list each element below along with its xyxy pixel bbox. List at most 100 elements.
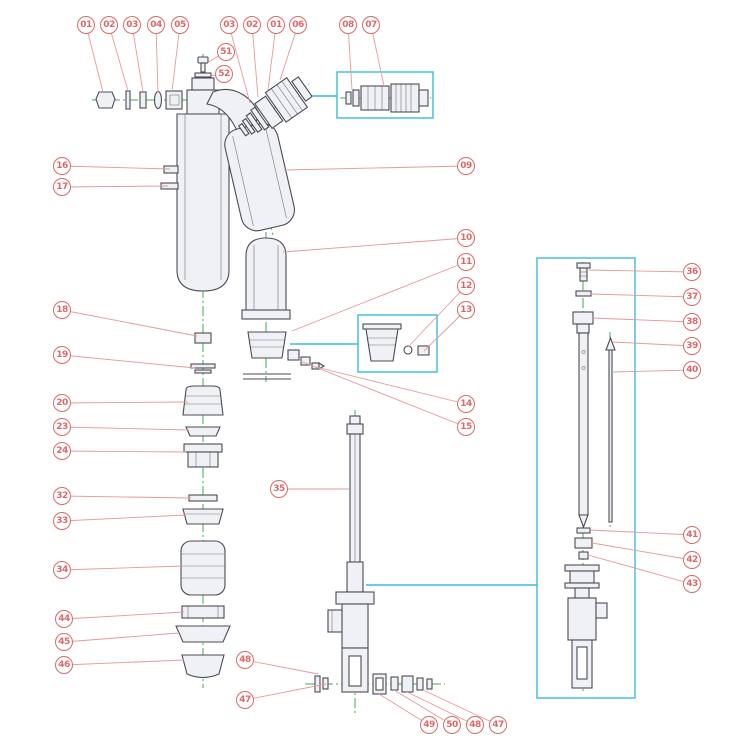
leader-line-06 bbox=[279, 24, 299, 81]
leader-line-32 bbox=[61, 495, 192, 499]
callout-03: 03 bbox=[220, 16, 238, 34]
callout-35: 35 bbox=[270, 480, 288, 498]
parts-top-fasteners bbox=[95, 90, 183, 110]
parts-mount-hardware bbox=[314, 673, 433, 695]
callout-42: 42 bbox=[683, 551, 701, 569]
leader-line-16 bbox=[61, 165, 171, 170]
leader-line-07 bbox=[370, 24, 385, 87]
leader-line-10 bbox=[282, 237, 467, 253]
leader-line-33 bbox=[61, 514, 187, 522]
callout-50: 50 bbox=[443, 716, 461, 734]
detail-box-rebound-assembly bbox=[366, 257, 636, 699]
callout-49: 49 bbox=[420, 716, 438, 734]
callout-47: 47 bbox=[236, 691, 254, 709]
leader-line-43 bbox=[587, 554, 693, 585]
leader-line-47 bbox=[244, 683, 327, 701]
leader-line-08 bbox=[347, 24, 353, 91]
callout-10: 10 bbox=[457, 229, 475, 247]
leader-line-19 bbox=[61, 354, 196, 369]
callout-14: 14 bbox=[457, 395, 475, 413]
leader-line-01 bbox=[267, 24, 277, 91]
leader-line-03 bbox=[131, 24, 144, 93]
callout-33: 33 bbox=[53, 512, 71, 530]
callout-20: 20 bbox=[53, 394, 71, 412]
callout-04: 04 bbox=[147, 16, 165, 34]
leader-line-14 bbox=[315, 366, 467, 405]
callout-24: 24 bbox=[53, 442, 71, 460]
leader-line-20 bbox=[61, 401, 189, 404]
leader-line-38 bbox=[591, 317, 693, 323]
leader-line-03 bbox=[228, 24, 251, 104]
leader-line-17 bbox=[61, 185, 169, 188]
part-shock-body bbox=[160, 56, 230, 292]
callout-48: 48 bbox=[466, 716, 484, 734]
leader-line-40 bbox=[611, 369, 693, 373]
leader-line-36 bbox=[588, 269, 693, 273]
part-compression-adjuster bbox=[243, 331, 326, 380]
leader-line-48 bbox=[406, 691, 476, 726]
callout-40: 40 bbox=[683, 361, 701, 379]
leader-line-01 bbox=[85, 24, 104, 93]
callout-16: 16 bbox=[53, 157, 71, 175]
leader-line-12 bbox=[407, 285, 467, 348]
callout-52: 52 bbox=[215, 65, 233, 83]
leader-line-39 bbox=[612, 341, 693, 347]
leader-line-48 bbox=[244, 659, 319, 675]
leader-line-47 bbox=[422, 689, 499, 726]
detail-box-reservoir-cap bbox=[312, 71, 434, 119]
detail-box-valve bbox=[290, 314, 438, 373]
callout-43: 43 bbox=[683, 575, 701, 593]
leader-line-44 bbox=[63, 611, 185, 620]
leader-line-02 bbox=[108, 24, 129, 92]
callout-32: 32 bbox=[53, 487, 71, 505]
leader-line-15 bbox=[299, 360, 467, 428]
callout-47: 47 bbox=[489, 716, 507, 734]
leader-line-46 bbox=[63, 659, 185, 666]
leader-lines bbox=[61, 24, 693, 726]
callout-03: 03 bbox=[123, 16, 141, 34]
callout-12: 12 bbox=[457, 277, 475, 295]
callout-37: 37 bbox=[683, 288, 701, 306]
callout-15: 15 bbox=[457, 418, 475, 436]
part-reservoir-cap bbox=[237, 76, 313, 137]
callout-48: 48 bbox=[236, 651, 254, 669]
callout-11: 11 bbox=[457, 253, 475, 271]
callout-38: 38 bbox=[683, 313, 701, 331]
callout-46: 46 bbox=[55, 656, 73, 674]
leader-line-45 bbox=[63, 632, 180, 643]
callout-02: 02 bbox=[100, 16, 118, 34]
callout-51: 51 bbox=[217, 43, 235, 61]
callout-19: 19 bbox=[53, 346, 71, 364]
callout-09: 09 bbox=[457, 157, 475, 175]
leader-line-24 bbox=[61, 450, 187, 453]
callout-45: 45 bbox=[55, 633, 73, 651]
callout-13: 13 bbox=[457, 301, 475, 319]
callout-01: 01 bbox=[77, 16, 95, 34]
callout-36: 36 bbox=[683, 263, 701, 281]
callout-23: 23 bbox=[53, 418, 71, 436]
leader-line-50 bbox=[393, 689, 453, 726]
callout-39: 39 bbox=[683, 337, 701, 355]
callout-41: 41 bbox=[683, 526, 701, 544]
callout-18: 18 bbox=[53, 301, 71, 319]
callout-02: 02 bbox=[243, 16, 261, 34]
callout-34: 34 bbox=[53, 561, 71, 579]
leader-line-23 bbox=[61, 426, 190, 431]
leader-line-42 bbox=[591, 542, 693, 561]
parts-seal-stack bbox=[175, 332, 231, 679]
leader-line-41 bbox=[589, 529, 693, 536]
callout-01: 01 bbox=[267, 16, 285, 34]
callout-07: 07 bbox=[362, 16, 380, 34]
leader-line-37 bbox=[589, 293, 693, 298]
leader-line-02 bbox=[251, 24, 259, 98]
leader-line-04 bbox=[155, 24, 159, 94]
leader-line-05 bbox=[171, 24, 181, 92]
leader-line-18 bbox=[61, 309, 198, 337]
leader-line-11 bbox=[291, 261, 467, 332]
callout-44: 44 bbox=[55, 610, 73, 628]
callout-08: 08 bbox=[339, 16, 357, 34]
part-bladder bbox=[241, 237, 291, 320]
leader-line-09 bbox=[283, 165, 467, 171]
